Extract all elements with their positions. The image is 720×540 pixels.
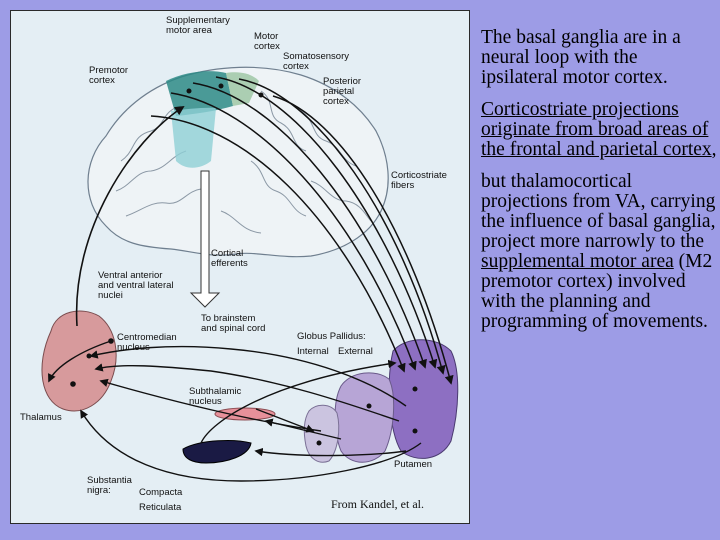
figure-credit: From Kandel, et al. (331, 497, 424, 511)
label-posterior-parietal-cortex: Posterior parietal cortex (323, 76, 362, 107)
basal-ganglia-loop-arrows (48, 340, 422, 482)
cortical-efferent-arrow (189, 170, 221, 308)
paragraph-loop: The basal ganglia are in a neural loop w… (481, 27, 681, 88)
label-globus-internal: Internal (297, 346, 329, 357)
thalamus-shape (41, 310, 117, 412)
paragraph-thalamocortical: but thalamocortical projections from VA,… (481, 172, 717, 332)
motor-cortex-region (166, 71, 233, 116)
thalamocortical-text-a: but thalamocortical projections from VA,… (481, 171, 716, 252)
label-corticostriate-fibers: Corticostriate fibers (391, 170, 447, 191)
label-globus-pallidus: Globus Pallidus: (297, 331, 366, 342)
label-motor-cortex: Motor cortex (254, 31, 280, 52)
label-reticulata: Reticulata (139, 502, 182, 513)
corticostriate-comma: , (711, 139, 717, 160)
label-somatosensory-cortex: Somatosensory cortex (283, 51, 350, 72)
label-globus-external: External (338, 346, 373, 357)
label-to-brainstem: To brainstem and spinal cord (201, 313, 266, 334)
label-cortical-efferents: Cortical efferents (211, 248, 248, 269)
label-premotor-cortex: Premotor cortex (89, 65, 129, 86)
supplemental-motor-area-text: supplemental motor area (481, 251, 674, 272)
label-compacta: Compacta (139, 487, 183, 498)
label-putamen: Putamen (394, 459, 433, 470)
putamen-shape (388, 339, 459, 459)
label-thalamus: Thalamus (20, 412, 62, 423)
globus-pallidus-external-shape (334, 372, 395, 463)
substantia-nigra-shape (182, 440, 252, 464)
connection-dots (70, 83, 418, 446)
label-supplementary-motor-area: Supplementary motor area (166, 15, 230, 36)
thalamocortical-arrow (75, 105, 185, 327)
label-substantia-nigra: Substantia nigra: (87, 475, 132, 496)
text-panel: The basal ganglia are in a neural loop w… (481, 28, 717, 344)
diagram-figure: Supplementary motor area Motor cortex So… (10, 10, 470, 524)
label-subthalamic-nucleus: Subthalamic nucleus (189, 386, 242, 407)
brain-gyri (115, 90, 372, 234)
paragraph-corticostriate: Corticostriate projections originate fro… (481, 100, 717, 160)
corticostriate-fiber-arrows (150, 76, 454, 385)
basal-ganglia-diagram (41, 66, 459, 482)
brain-outline (87, 66, 389, 258)
supplementary-motor-region (171, 107, 216, 168)
thalamocortical-text-b: (M2 premotor cortex) involved with the p… (481, 251, 713, 332)
label-centromedian-nucleus: Centromedian nucleus (117, 332, 177, 353)
label-ventral-nuclei: Ventral anterior and ventral lateral nuc… (98, 270, 174, 301)
corticostriate-underlined-text: Corticostriate projections originate fro… (481, 99, 712, 160)
subthalamic-nucleus-shape (214, 407, 276, 421)
